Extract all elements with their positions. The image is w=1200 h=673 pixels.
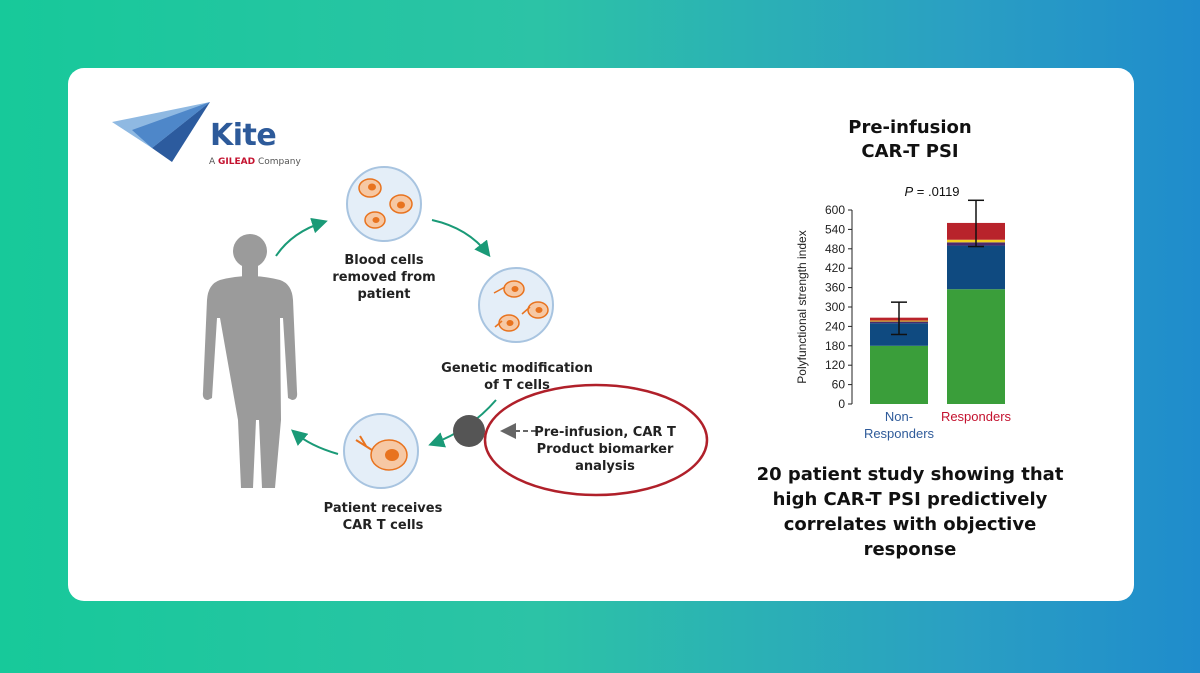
p-value-symbol: P (904, 184, 913, 199)
y-tick-label: 540 (825, 222, 845, 236)
y-tick-label: 360 (825, 281, 845, 295)
y-tick-label: 0 (838, 397, 845, 411)
logo-wordmark: Kite (210, 118, 277, 153)
psi-bar-chart: 600540480420360300240180120600Polyfuncti… (795, 184, 1012, 441)
y-tick-label: 240 (825, 319, 845, 333)
p-value-label: P = .0119 (904, 184, 959, 199)
y-axis-label: Polyfunctional strength index (795, 230, 809, 383)
cart-process-diagram (202, 166, 709, 497)
p-value-number: = .0119 (913, 184, 959, 199)
kite-logo-icon (112, 102, 210, 162)
logo-tagline: A GILEAD Company (209, 157, 301, 167)
category-label: Non- (885, 409, 913, 424)
y-tick-label: 300 (825, 300, 845, 314)
y-tick-label: 180 (825, 339, 845, 353)
y-tick-label: 60 (832, 378, 846, 392)
y-tick-label: 480 (825, 242, 845, 256)
bar-segment (947, 289, 1005, 404)
car-t-cell-circle-icon (343, 413, 419, 489)
bar-segment (947, 245, 1005, 290)
arrow-patient-to-human (290, 429, 339, 455)
category-label: Responders (941, 409, 1012, 424)
bar-segment (870, 345, 928, 404)
y-tick-label: 600 (825, 203, 845, 217)
biomarker-callout-oval (483, 383, 709, 497)
category-label: Responders (864, 426, 935, 441)
blood-cells-circle-icon (346, 166, 422, 242)
y-tick-label: 420 (825, 261, 845, 275)
arrow-human-to-blood (275, 217, 328, 257)
modified-t-cells-circle-icon (478, 267, 554, 343)
sample-dot-icon (453, 415, 485, 447)
arrow-blood-to-genetic (431, 219, 491, 258)
human-silhouette-icon (202, 234, 298, 488)
y-tick-label: 120 (825, 358, 845, 372)
